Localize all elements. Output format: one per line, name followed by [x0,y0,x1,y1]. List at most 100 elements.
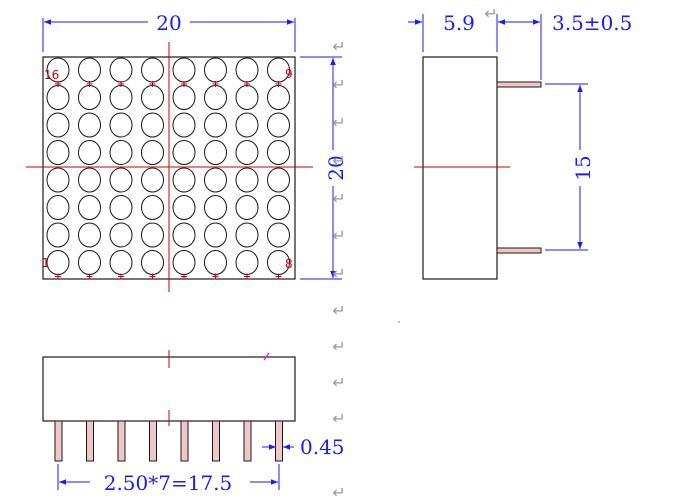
led-dot [267,222,290,248]
paragraph-mark: ↵ [332,373,345,392]
led-dot [141,167,164,193]
bottom-pin [275,420,283,462]
pin-label-top-left: 16 [44,68,59,82]
led-dot [109,140,133,165]
pin-tick [86,273,93,280]
led-dot [109,57,133,83]
led-dot [46,140,70,165]
led-dot [109,250,133,275]
led-dot [267,85,290,110]
front-height-label: 20 [324,155,348,180]
led-dot [204,222,227,248]
led-dot [204,57,227,83]
led-dot [78,250,101,275]
front-height-dimension: 20 [300,56,348,280]
led-dot [172,222,196,248]
pin-tick [212,81,219,87]
paragraph-mark: ↵ [332,75,345,94]
bottom-pin-diameter-label: 0.45 [300,435,345,459]
front-width-dimension: 20 [42,11,296,52]
bottom-pin [243,420,252,462]
led-dot [204,195,227,220]
led-dot [267,112,290,138]
paragraph-mark: ↵ [332,264,345,283]
paragraph-mark: ↵ [332,113,345,132]
bottom-pin [86,420,94,462]
bottom-pin [212,420,220,462]
led-dot [46,222,70,248]
pin-tick [181,273,187,280]
led-dot [46,195,70,220]
led-dot [141,57,164,83]
bottom-view: 0.45 2.50*7=17.5 [42,350,345,495]
pin-tick [55,273,61,280]
side-body [422,56,498,280]
paragraph-mark: ↵ [332,301,345,320]
pin-tick [55,81,61,87]
led-dot [78,85,101,110]
paragraph-mark: ↵ [484,4,497,23]
led-dot [141,250,164,275]
pin-tick [149,273,156,280]
led-dot [172,250,196,275]
side-pin-spacing-dimension: 15 [545,83,595,251]
bottom-pin-pitch-dimension: 2.50*7=17.5 [57,464,280,495]
led-dot [204,140,227,165]
pin-tick [275,273,282,280]
pin-tick [244,81,250,87]
bottom-pin [117,420,126,462]
pin-tick [118,273,124,280]
led-dot [109,112,133,138]
led-dot [78,112,101,138]
led-dot [46,167,70,193]
led-dot [235,222,259,248]
side-pin-length-dimension: 3.5±0.5 [498,11,632,80]
led-dot [141,222,164,248]
led-dot [235,195,259,220]
led-dot [267,195,290,220]
led-dot [172,195,196,220]
led-dot [204,85,227,110]
led-dot [204,112,227,138]
led-dot [204,250,227,275]
led-dot [235,57,259,83]
pin-tick [86,81,93,87]
led-dot [78,57,101,83]
led-dot [235,140,259,165]
led-dot [78,195,101,220]
side-pin-bottom [496,247,542,254]
side-pin-top [496,81,542,88]
led-dot [267,167,290,193]
bottom-pin-diameter-dimension: 0.45 [262,435,345,459]
front-width-label: 20 [156,11,181,35]
bottom-pin-pitch-label: 2.50*7=17.5 [104,471,233,495]
pin-tick [275,81,282,87]
paragraph-mark: ↵ [332,409,345,428]
pin-tick [212,273,219,280]
led-dot [235,112,259,138]
paragraph-mark: ↵ [332,337,345,356]
led-dot [235,250,259,275]
side-view: 5.9 3.5±0.5 15 [408,11,632,280]
led-grid [46,57,290,280]
led-dot [109,167,133,193]
led-dot [172,85,196,110]
led-dot [141,140,164,165]
led-dot [235,85,259,110]
paragraph-mark: ↵ [332,37,345,56]
led-dot [46,250,70,275]
led-dot [141,85,164,110]
bottom-pins [54,420,283,462]
pin-label-top-right: 9 [285,67,293,81]
front-view: 16 9 1 8 20 20 [26,11,348,292]
led-dot [78,167,101,193]
paragraph-mark: ↵ [332,151,345,170]
led-dot [141,112,164,138]
bottom-pin [149,420,157,462]
side-depth-label: 5.9 [443,11,475,35]
pin-tick [244,273,250,280]
led-dot [78,222,101,248]
led-dot [109,85,133,110]
paragraph-mark: ↵ [332,189,345,208]
